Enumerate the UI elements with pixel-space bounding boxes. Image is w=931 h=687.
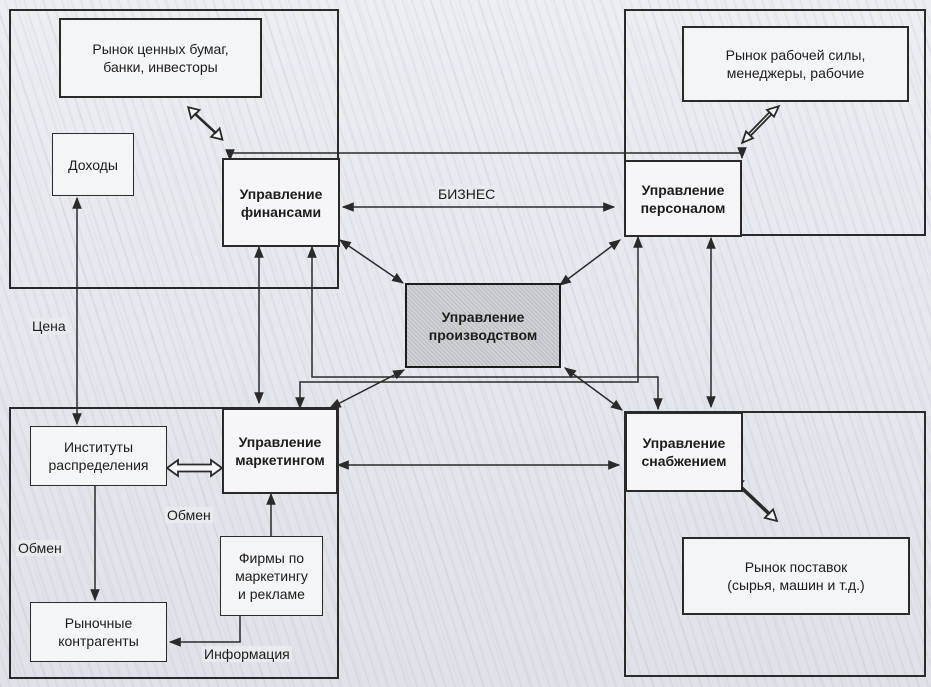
finance-production-arrow: [339, 239, 404, 284]
supply-management-box: Управление снабжением: [625, 412, 743, 492]
distribution-line1: Институты: [63, 439, 134, 455]
labor-market-box: Рынок рабочей силы, менеджеры, рабочие: [682, 26, 909, 102]
labor-market-line2: менеджеры, рабочие: [726, 65, 865, 81]
business-label: БИЗНЕС: [436, 186, 498, 202]
personnel-mgmt-line2: персоналом: [640, 199, 726, 216]
distribution-line2: распределения: [48, 457, 149, 473]
counterparts-line2: контрагенты: [58, 633, 139, 649]
finance-supply-route: [307, 245, 663, 411]
marketing-mgmt-line2: маркетингом: [235, 452, 325, 468]
income-label: Доходы: [68, 156, 118, 173]
marketing-mgmt-line1: Управление: [238, 434, 322, 450]
distribution-institutions-box: Институты распределения: [30, 426, 167, 486]
securities-market-box: Рынок ценных бумаг, банки, инвесторы: [59, 18, 262, 98]
counterparts-line1: Рыночные: [64, 615, 133, 631]
supply-mgmt-line1: Управление: [642, 435, 726, 451]
marketing-production-arrow: [328, 369, 406, 409]
production-mgmt-line1: Управление: [441, 308, 525, 325]
information-label: Информация: [202, 646, 292, 662]
finance-mgmt-line1: Управление: [239, 185, 323, 202]
labor-personnel-hollow-arrow: [740, 104, 781, 145]
information-arrow: [168, 616, 241, 647]
market-counterparts-box: Рыночные контрагенты: [30, 602, 167, 662]
firms-line3: и рекламе: [238, 586, 305, 602]
marketing-management-box: Управление маркетингом: [222, 408, 338, 494]
personnel-group-frame: [624, 9, 926, 236]
firms-line2: маркетингу: [235, 568, 308, 584]
marketing-group-frame: [9, 407, 339, 679]
securities-market-line2: банки, инвесторы: [103, 59, 218, 75]
personnel-production-arrow: [559, 239, 621, 286]
firms-line1: Фирмы по: [238, 550, 305, 566]
supply-market-box: Рынок поставок (сырья, машин и т.д.): [682, 537, 910, 615]
price-label: Цена: [30, 318, 68, 334]
securities-finance-hollow-arrow: [186, 105, 224, 141]
securities-market-line1: Рынок ценных бумаг,: [92, 41, 229, 57]
supply-production-arrow: [564, 367, 623, 411]
production-mgmt-line2: производством: [428, 326, 538, 343]
marketing-firms-box: Фирмы по маркетингу и рекламе: [220, 536, 323, 616]
labor-market-line1: Рынок рабочей силы,: [725, 47, 866, 63]
supply-market-line2: (сырья, машин и т.д.): [727, 577, 865, 593]
finance-mgmt-line2: финансами: [240, 203, 322, 220]
exchange-label-left: Обмен: [16, 540, 64, 556]
income-box: Доходы: [52, 133, 134, 196]
supply-market-line1: Рынок поставок: [744, 559, 848, 575]
distribution-marketing-hollow-arrow: [165, 458, 224, 478]
exchange-label-right: Обмен: [165, 507, 213, 523]
finance-labor-route: [225, 147, 747, 162]
supply-mgmt-line2: снабжением: [641, 453, 727, 469]
supply-group-frame: [624, 411, 926, 677]
personnel-mgmt-line1: Управление: [641, 181, 725, 198]
